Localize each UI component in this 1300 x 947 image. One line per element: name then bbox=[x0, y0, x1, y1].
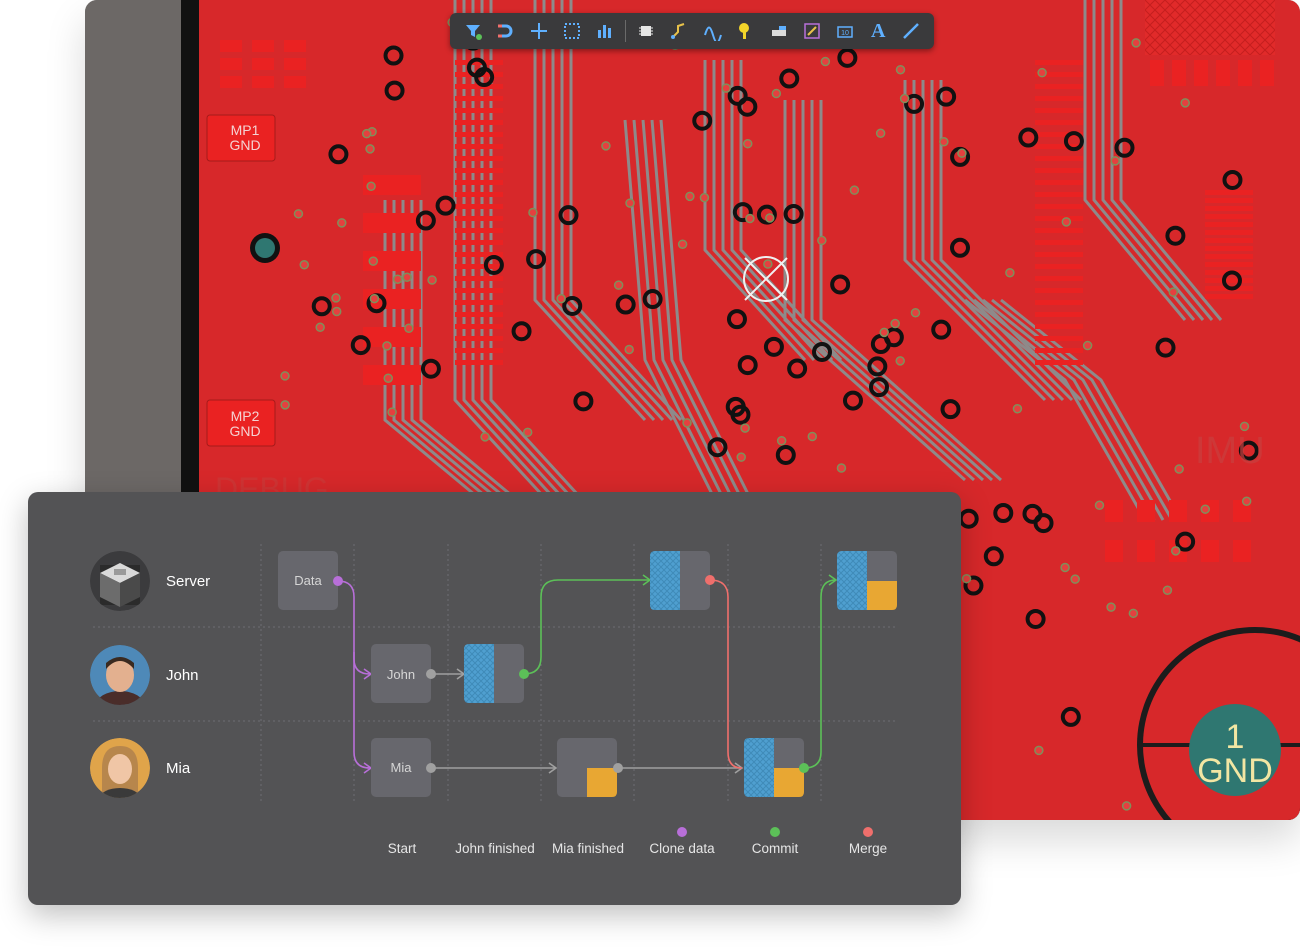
svg-text:MP2: MP2 bbox=[231, 408, 260, 424]
commit-dot bbox=[519, 669, 529, 679]
legend-clone-dot bbox=[677, 827, 687, 837]
key-icon[interactable] bbox=[733, 18, 759, 44]
pcb-toolbar: 10 A bbox=[450, 13, 934, 49]
user-row-mia: Mia bbox=[90, 738, 190, 798]
svg-text:10: 10 bbox=[841, 30, 849, 37]
svg-text:GND: GND bbox=[1197, 752, 1273, 790]
legend-commit: Commit bbox=[751, 841, 799, 856]
legend-john-finished: John finished bbox=[455, 841, 535, 856]
mia-avatar bbox=[90, 738, 150, 798]
diff-pair-icon[interactable] bbox=[700, 18, 726, 44]
node-server-john-commit bbox=[650, 551, 710, 610]
collaboration-workflow-panel: Server John Mia Data John Mia Start Joh bbox=[28, 492, 961, 905]
user-name: Server bbox=[166, 572, 211, 590]
legend-merge-dot bbox=[863, 827, 873, 837]
node-final bbox=[837, 551, 897, 610]
copper-pour bbox=[1145, 0, 1275, 55]
imu-silkscreen: IMU bbox=[1195, 430, 1265, 472]
crosshair-icon[interactable] bbox=[526, 18, 552, 44]
edit-icon[interactable] bbox=[799, 18, 825, 44]
chip-icon[interactable] bbox=[633, 18, 659, 44]
mp1-pad: MP1 GND bbox=[206, 114, 276, 162]
node-data bbox=[278, 551, 338, 610]
text-icon[interactable]: A bbox=[870, 19, 886, 42]
label-icon[interactable]: 10 bbox=[832, 18, 858, 44]
svg-text:GND: GND bbox=[229, 423, 260, 439]
user-row-server: Server bbox=[90, 551, 210, 611]
magnet-icon[interactable] bbox=[493, 18, 519, 44]
legend-merge: Merge bbox=[848, 841, 888, 856]
legend-mia-finished: Mia finished bbox=[551, 841, 625, 856]
mp2-pad: MP2 GND bbox=[206, 399, 276, 447]
server-avatar bbox=[90, 551, 150, 611]
user-name: Mia bbox=[166, 759, 191, 777]
legend-clone-data: Clone data bbox=[649, 841, 715, 856]
node-john-finished bbox=[464, 644, 524, 703]
svg-text:GND: GND bbox=[229, 137, 260, 153]
legend-commit-dot bbox=[770, 827, 780, 837]
node-mia bbox=[371, 738, 431, 797]
john-avatar bbox=[90, 645, 150, 705]
node-merge bbox=[744, 738, 804, 797]
node-mia-finished bbox=[557, 738, 617, 797]
gnd-pad: 1 GND bbox=[1137, 627, 1300, 820]
node-john-label: John bbox=[386, 667, 416, 682]
filter-icon[interactable] bbox=[460, 18, 486, 44]
line-icon[interactable] bbox=[898, 18, 924, 44]
merge-dot bbox=[705, 575, 715, 585]
route-icon[interactable] bbox=[666, 18, 692, 44]
user-row-john: John bbox=[90, 645, 199, 705]
layer-icon[interactable] bbox=[766, 18, 792, 44]
toolbar-separator bbox=[625, 20, 627, 42]
node-data-label: Data bbox=[294, 573, 322, 588]
svg-text:1: 1 bbox=[1226, 718, 1245, 756]
select-rect-icon[interactable] bbox=[559, 18, 585, 44]
node-john bbox=[371, 644, 431, 703]
origin-marker bbox=[743, 256, 789, 302]
svg-text:MP1: MP1 bbox=[231, 122, 260, 138]
clone-dot bbox=[333, 576, 343, 586]
bar-chart-icon[interactable] bbox=[592, 18, 618, 44]
node-mia-label: Mia bbox=[390, 760, 412, 775]
user-name: John bbox=[166, 666, 199, 684]
legend-start: Start bbox=[387, 841, 417, 856]
